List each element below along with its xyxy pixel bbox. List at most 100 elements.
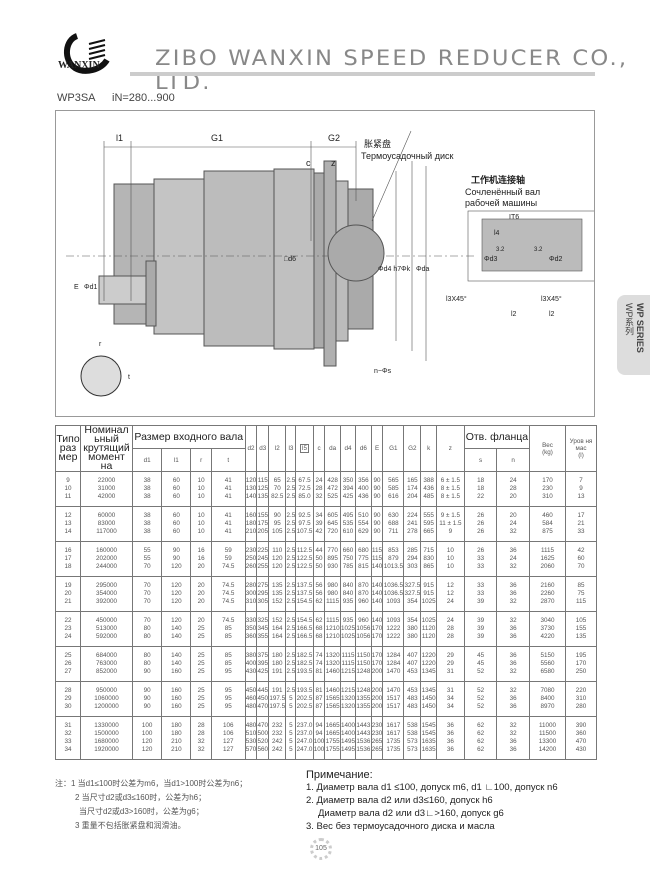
cell-value: 170 — [542, 477, 553, 484]
cell-value: 200 — [371, 668, 383, 675]
cell-value: 2.5 — [286, 477, 296, 484]
cell-value: 350 — [245, 625, 257, 632]
cell-value: 191 — [272, 687, 283, 694]
cell-value: 197.5 — [269, 695, 286, 702]
cell-value: 135 — [272, 582, 283, 589]
cell-value: 1536 — [356, 738, 371, 745]
cell-value: 94 — [315, 730, 323, 737]
cell-value: 24 — [509, 477, 517, 484]
shaft-label-ru-2: рабочей машины — [465, 198, 537, 208]
cell-value: 20 — [197, 590, 205, 597]
cell-value: 460 — [245, 695, 257, 702]
cell-value: 137.5 — [296, 590, 313, 597]
cell-value: 36 — [509, 703, 517, 710]
cell-value: 28 — [446, 633, 454, 640]
cell-value: 1755 — [325, 746, 340, 753]
cell-value: 90 — [373, 485, 381, 492]
cell-value: 74 — [315, 652, 323, 659]
cell-value: 1056 — [356, 633, 371, 640]
cell-value: 26 — [477, 528, 485, 535]
dim-d1: Φd1 — [84, 284, 97, 291]
cell-value: 1025 — [341, 625, 356, 632]
shaft-label-ru-1: Сочленённый вал — [465, 187, 540, 197]
cell-value: 38 — [143, 485, 151, 492]
cell-value: 28 — [197, 722, 205, 729]
page-number: 105 — [310, 838, 332, 860]
header-d1: d1 — [131, 448, 163, 472]
cell-value: 560 — [257, 746, 269, 753]
header-d2: d2 — [244, 425, 258, 472]
cell-value: 278 — [407, 528, 418, 535]
cell-value: 1345 — [421, 687, 436, 694]
cell-value: 265 — [371, 738, 383, 745]
header-flange: Отв. фланца — [463, 425, 531, 449]
cell-value: 680 — [358, 547, 369, 554]
cell-value: 10 — [446, 563, 454, 570]
cell-value: 430 — [245, 668, 257, 675]
cell-value: 815 — [358, 563, 369, 570]
note-ru-1: 1. Диаметр вала d1 ≤100, допуск m6, d1 ∟… — [306, 782, 558, 793]
cell-value: 39 — [477, 617, 485, 624]
cell-value: 170 — [371, 633, 383, 640]
cell-value: 350 — [342, 477, 354, 484]
dim-d4h7: Φd4 h7 — [378, 266, 401, 273]
cell-value: 52 — [477, 695, 485, 702]
cell-value: 830 — [423, 555, 434, 562]
cell-value: 135 — [575, 633, 587, 640]
cell-value: 160 — [245, 512, 257, 519]
cell-value: 14200 — [538, 746, 557, 753]
cell-value: 74 — [315, 660, 323, 667]
cell-value: 97.5 — [298, 520, 311, 527]
cell-value: 1248 — [356, 668, 371, 675]
cell-value: 1443 — [356, 722, 371, 729]
cell-value: 380 — [407, 625, 418, 632]
cell-value: 310 — [542, 493, 553, 500]
cell-value: 95 — [224, 687, 232, 694]
cell-value: 472 — [327, 485, 338, 492]
cell-value: 21 — [64, 598, 72, 605]
cell-value: 18 — [64, 563, 72, 570]
cell-value: 485 — [423, 493, 434, 500]
cell-value: 1120 — [421, 633, 436, 640]
cell-value: 25 — [197, 703, 205, 710]
dim-l3x45-a: l3X45° — [446, 295, 467, 303]
cell-value: 1617 — [386, 722, 401, 729]
cell-value: 1093 — [386, 617, 401, 624]
cell-value: 18 — [477, 485, 485, 492]
cell-value: 50 — [315, 563, 323, 570]
cell-value: 87 — [315, 695, 323, 702]
cell-value: 36 — [509, 582, 517, 589]
cell-value: 960 — [358, 617, 369, 624]
cell-value: 538 — [407, 730, 418, 737]
cell-value: 715 — [423, 547, 434, 554]
cell-value: 160 — [171, 695, 182, 702]
cell-value: 1355 — [356, 703, 371, 710]
cell-value: 1330000 — [94, 722, 119, 729]
cell-value: 112.5 — [296, 547, 313, 554]
